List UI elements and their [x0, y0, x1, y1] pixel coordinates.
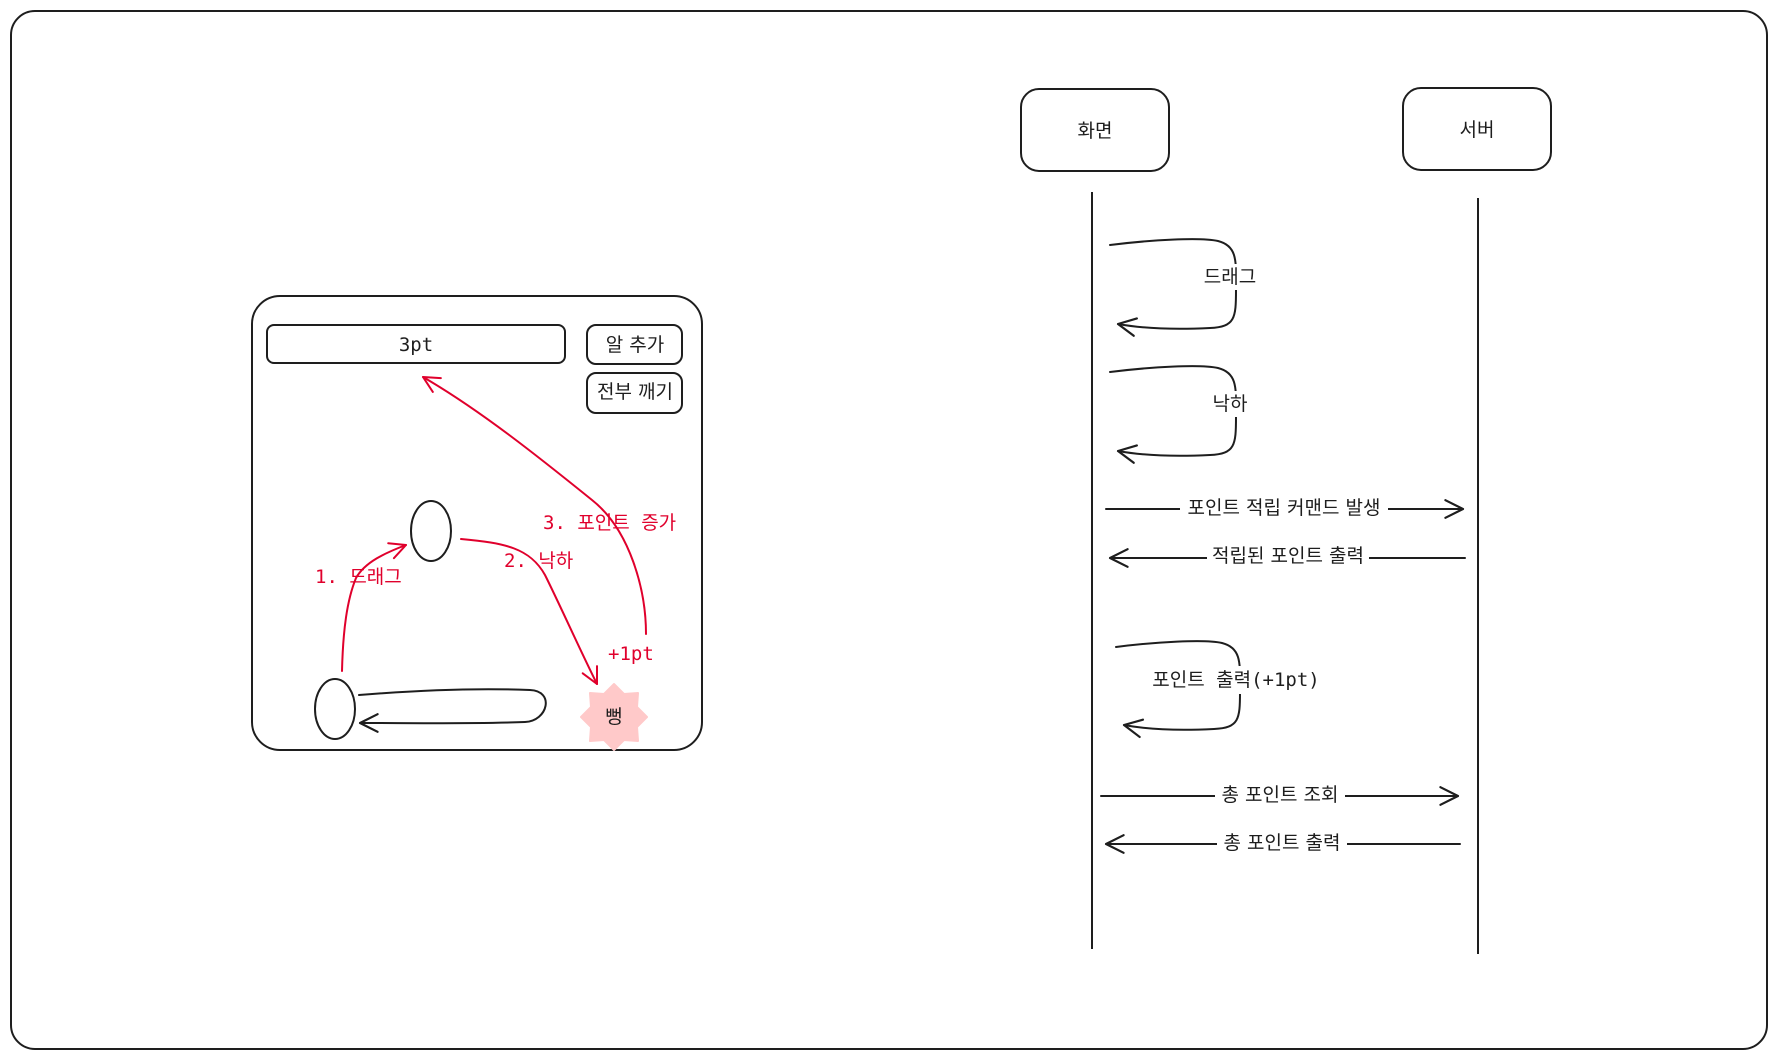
add-egg-button-label: 알 추가 — [606, 334, 664, 356]
step-drag-label: 1. 드래그 — [315, 566, 402, 588]
step-points-label: 3. 포인트 증가 — [543, 512, 676, 534]
points-display-text: 3pt — [399, 334, 433, 356]
message-drop-label: 낙하 — [1213, 393, 1248, 415]
points-display: 3pt — [266, 324, 566, 364]
app-mockup: 3pt 알 추가 전부 깨기 뻥 1. 드래그 2. 낙하 3. 포인트 증가 — [251, 295, 703, 751]
burst-label: 뻥 — [605, 706, 622, 728]
participant-screen: 화면 — [1020, 88, 1170, 172]
add-egg-button[interactable]: 알 추가 — [586, 324, 683, 365]
drop-arrow — [460, 538, 599, 685]
burst-shape: 뻥 — [580, 683, 648, 751]
message-print-points-label: 포인트 출력(+1pt) — [1152, 669, 1319, 691]
step-drop-label: 2. 낙하 — [504, 550, 573, 572]
participant-server: 서버 — [1402, 87, 1552, 171]
egg-lifted[interactable] — [410, 500, 452, 562]
message-issue-command-label: 포인트 적립 커맨드 발생 — [1188, 497, 1381, 519]
burst-icon — [580, 683, 648, 751]
participant-screen-label: 화면 — [1078, 120, 1113, 142]
message-print-total-label: 총 포인트 출력 — [1224, 832, 1341, 854]
drag-arrow — [341, 542, 407, 672]
break-all-button[interactable]: 전부 깨기 — [586, 372, 683, 414]
break-all-button-label: 전부 깨기 — [597, 381, 673, 403]
sequence-diagram: 화면 서버 드래그 낙하 포인트 적립 커맨드 발생 적립된 포인트 출력 포인… — [1020, 87, 1552, 954]
egg-bottom[interactable] — [314, 678, 356, 740]
message-query-total-label: 총 포인트 조회 — [1222, 784, 1339, 806]
plus-point-label: +1pt — [608, 643, 654, 665]
participant-server-label: 서버 — [1460, 119, 1495, 141]
message-print-accrued-label: 적립된 포인트 출력 — [1212, 545, 1364, 567]
return-loop-arrow — [358, 688, 547, 733]
message-drag-label: 드래그 — [1204, 266, 1256, 288]
points-increase-arrow — [422, 376, 647, 635]
